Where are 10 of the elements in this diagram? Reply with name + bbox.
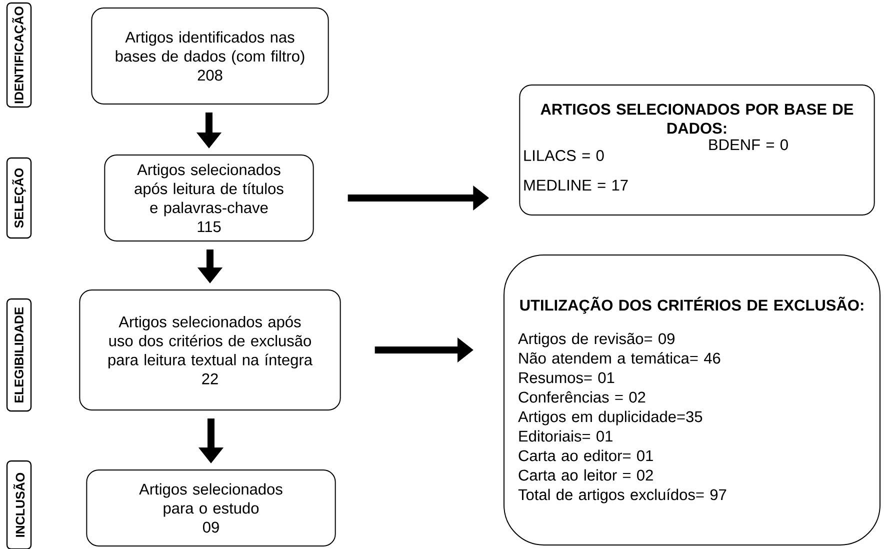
stage-label-box: ELEGIBILIDADE xyxy=(6,298,32,412)
process-box: Artigos selecionados após leitura de títulos e palavras-chave 115 xyxy=(104,154,314,242)
stage-label-box: INCLUSÃO xyxy=(6,460,32,549)
process-box: Artigos identificados nas bases de dados (com filtro) 208 xyxy=(91,8,329,104)
process-box: Artigos selecionados para o estudo 09 xyxy=(86,470,336,546)
stage-label-box: IDENTIFICAÇÃO xyxy=(6,2,32,108)
process-box: Artigos selecionados após uso dos critérios de exclusão para leitura textual na íntegra 22 xyxy=(79,290,341,410)
criteria-box: UTILIZAÇÃO DOS CRITÉRIOS DE EXCLUSÃO: Artigos de revisão= 09 Não atendem a temática= 46 Resumos= 01 Conferências = 02 Artigos em duplicidade=35 Editoriais= 01 Carta ao editor= 01 Carta ao leitor = 02 Total de artigos excluídos= 97 xyxy=(504,254,880,546)
summary-box: ARTIGOS SELECIONADOS POR BASE DE DADOS: LILACS = 0 BDENF = 0 MEDLINE = 17 xyxy=(519,84,875,216)
stage-label-box: SELEÇÃO xyxy=(6,157,32,239)
